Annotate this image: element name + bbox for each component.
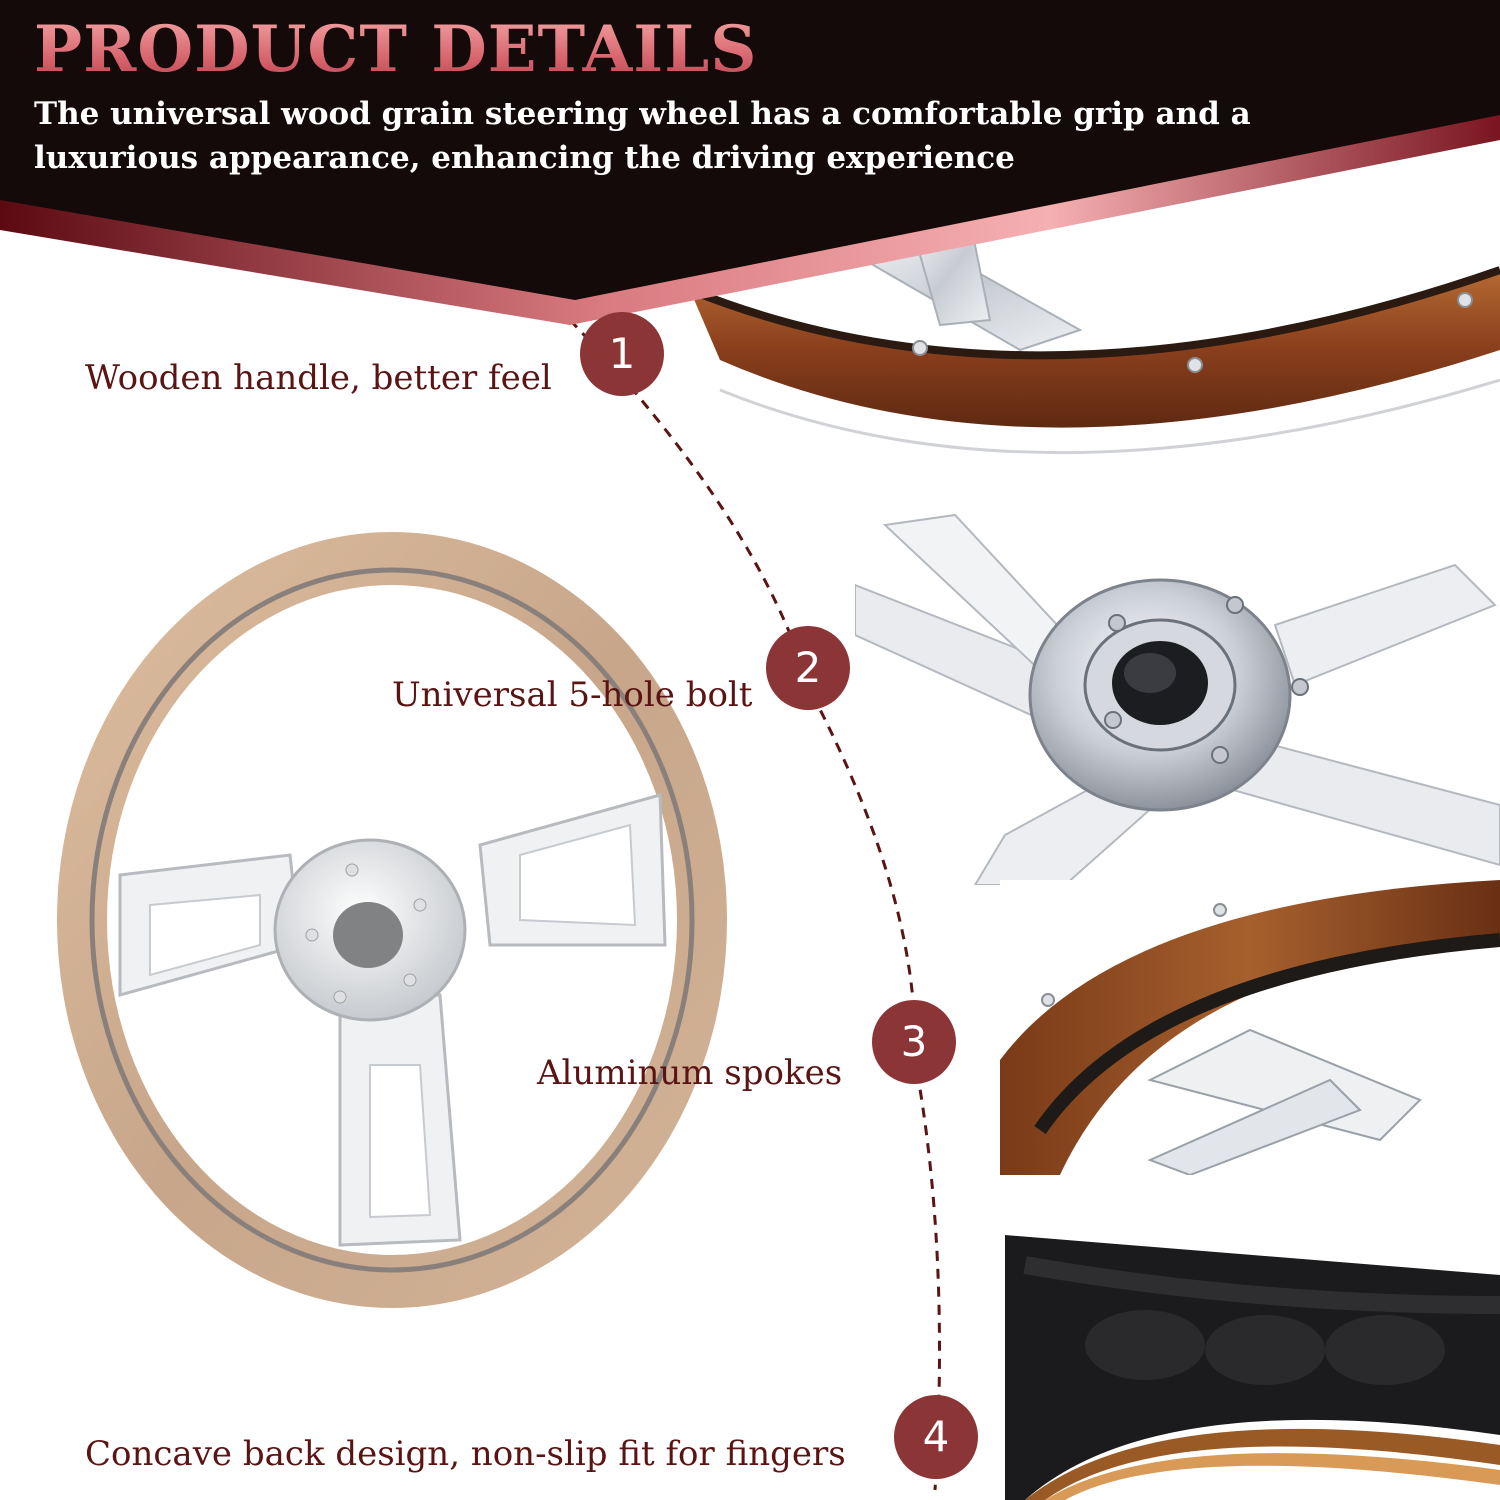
- header-banner: [0, 0, 1500, 325]
- spokes-closeup-photo: [1000, 880, 1500, 1175]
- feature-label-2: Universal 5-hole bolt: [392, 675, 753, 715]
- wood-rim-closeup-photo: [688, 219, 1500, 455]
- feature-badge-1: 1: [580, 312, 664, 396]
- feature-label-1: Wooden handle, better feel: [85, 358, 552, 398]
- feature-badge-4: 4: [894, 1395, 978, 1479]
- feature-label-4: Concave back design, non-slip fit for fi…: [85, 1434, 846, 1474]
- feature-label-3: Aluminum spokes: [537, 1053, 843, 1093]
- feature-badge-3: 3: [872, 1000, 956, 1084]
- grip-closeup-photo: [1005, 1235, 1500, 1500]
- steering-wheel-photo: [57, 532, 727, 1308]
- feature-badge-2: 2: [766, 626, 850, 710]
- page-subtitle: The universal wood grain steering wheel …: [34, 96, 1251, 176]
- hub-closeup-photo: [855, 513, 1500, 885]
- page-title: PRODUCT DETAILS: [34, 12, 758, 87]
